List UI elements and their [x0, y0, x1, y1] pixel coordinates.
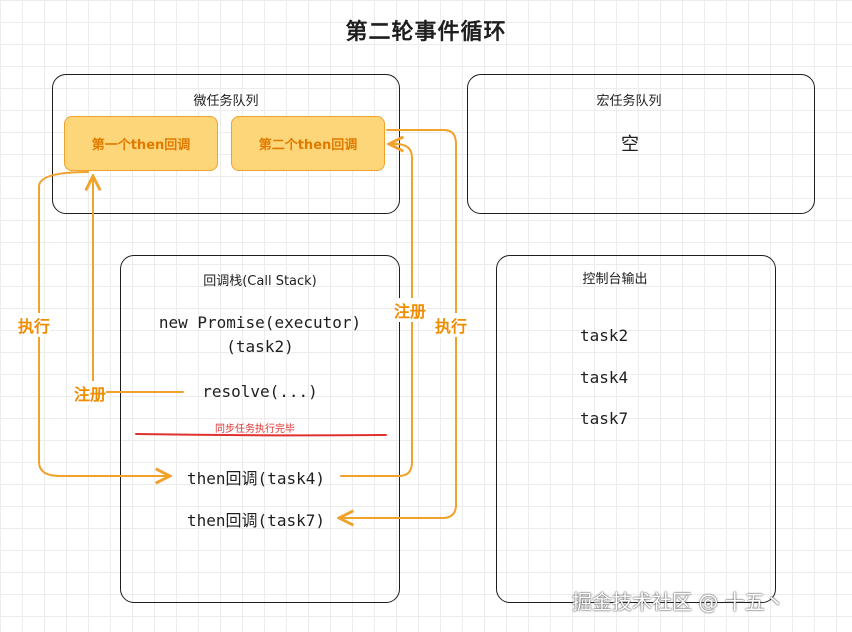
console-line-task2: task2 [580, 326, 629, 345]
execute-left-arrow [38, 171, 170, 476]
second-then-callback-label: 第二个then回调 [258, 138, 358, 153]
register-right-label: 注册 [394, 298, 427, 322]
macrotask-queue-empty-text: 空 [621, 134, 639, 155]
diagram-title: 第二轮事件循环 [345, 20, 507, 45]
new-promise-line: new Promise(executor) [158, 313, 362, 332]
sync-done-note: 同步任务执行完毕 [215, 424, 295, 435]
microtask-queue-label: 微任务队列 [193, 94, 259, 109]
register-left-arrow [93, 176, 184, 393]
execute-left-label: 执行 [18, 313, 51, 337]
task2-line: (task2) [226, 337, 294, 356]
watermark: 掘金技术社区 @ 十五丶 [572, 590, 785, 614]
call-stack-label: 回调栈(Call Stack) [203, 274, 317, 289]
resolve-line: resolve(...) [202, 382, 318, 401]
macrotask-queue-box [467, 74, 815, 214]
register-left-label: 注册 [74, 381, 107, 405]
console-line-task4: task4 [580, 368, 629, 387]
first-then-callback-card: 第一个then回调 [64, 116, 218, 171]
first-then-callback-label: 第一个then回调 [91, 138, 191, 153]
then-task7-line: then回调(task7) [187, 511, 325, 530]
console-line-task7: task7 [580, 409, 629, 428]
second-then-callback-card: 第二个then回调 [231, 116, 385, 171]
macrotask-queue-label: 宏任务队列 [596, 94, 662, 109]
execute-right-label: 执行 [435, 313, 468, 337]
console-output-box [496, 255, 776, 603]
then-task4-line: then回调(task4) [187, 469, 325, 488]
sync-done-underline [135, 433, 387, 437]
console-output-label: 控制台输出 [582, 272, 648, 287]
call-stack-box [120, 255, 400, 603]
